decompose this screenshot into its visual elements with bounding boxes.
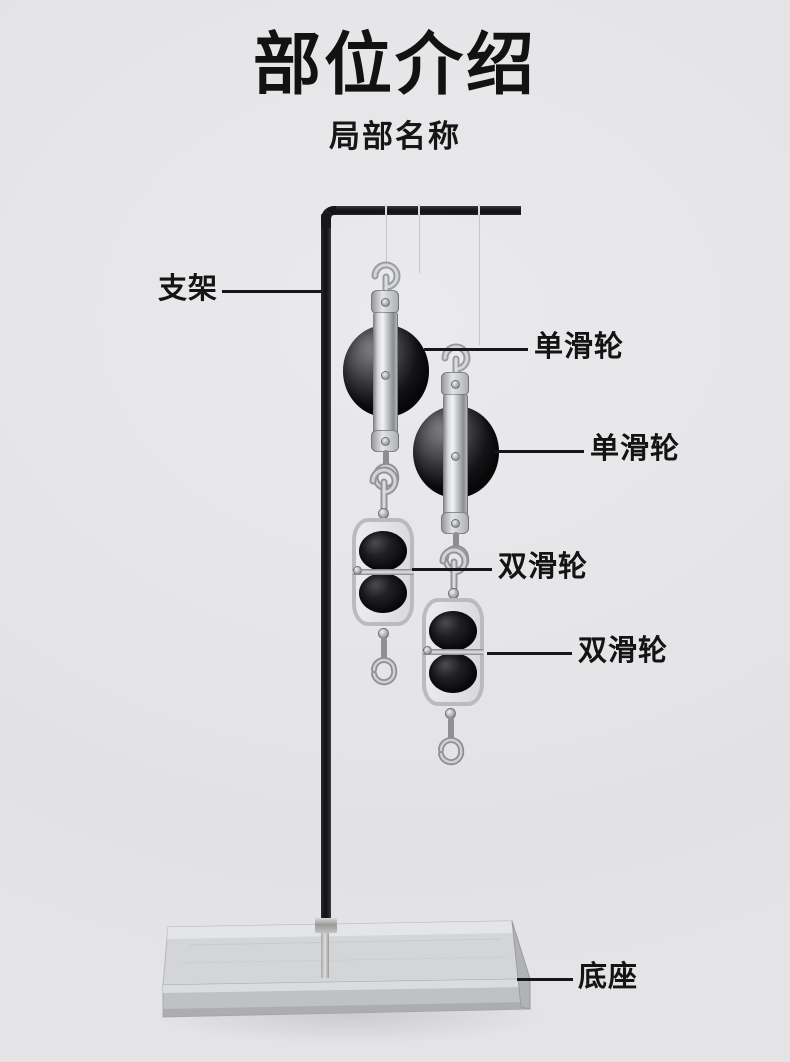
pulley-axle <box>422 649 484 655</box>
leader-line-base-plate <box>517 978 573 981</box>
bottom-bolt <box>451 519 460 528</box>
arm-joint-1 <box>385 204 387 217</box>
page-subtitle: 局部名称 <box>329 119 461 154</box>
page-title: 部位介绍 <box>252 27 537 103</box>
base-mounting-rod <box>321 930 329 978</box>
callout-label-single-pulley-2: 单滑轮 <box>590 433 681 465</box>
hook-icon <box>364 462 404 520</box>
axle-bolt <box>353 566 362 575</box>
axle-bolt <box>423 646 432 655</box>
arm-joint-2 <box>418 204 420 217</box>
callout-label-base-plate: 底座 <box>578 961 639 993</box>
bottom-hook-icon <box>433 718 469 768</box>
hanging-string-2 <box>419 215 420 273</box>
hook-bolt <box>381 298 390 307</box>
pulley-wheel-upper <box>429 611 477 651</box>
axle-bolt <box>381 371 390 380</box>
pulley-wheel-lower <box>359 573 407 613</box>
hook-icon <box>366 258 406 304</box>
pulley-wheel-lower <box>429 653 477 693</box>
pulley-wheel-upper <box>359 531 407 571</box>
leader-line-support-stand <box>222 290 322 293</box>
leader-line-single-pulley-1 <box>424 348 528 351</box>
hook-bolt <box>451 380 460 389</box>
callout-label-support-stand: 支架 <box>158 273 219 305</box>
stand-horizontal-arm <box>336 206 521 215</box>
callout-label-double-pulley-1: 双滑轮 <box>498 551 589 583</box>
pulley-axle <box>352 569 414 575</box>
stand-vertical-pole <box>321 214 331 926</box>
leader-line-double-pulley-2 <box>487 652 572 655</box>
bottom-hook-icon <box>366 638 402 688</box>
arm-joint-3 <box>478 204 480 217</box>
stand-corner-bend <box>321 206 343 228</box>
callout-label-double-pulley-2: 双滑轮 <box>578 635 669 667</box>
base-mounting-nut <box>315 918 337 933</box>
callout-label-single-pulley-1: 单滑轮 <box>534 331 625 363</box>
leader-line-single-pulley-2 <box>494 450 584 453</box>
axle-bolt <box>451 452 460 461</box>
hanging-string-1 <box>386 215 387 267</box>
bottom-bolt <box>381 437 390 446</box>
leader-line-double-pulley-1 <box>412 568 492 571</box>
hanging-string-3 <box>479 215 480 345</box>
